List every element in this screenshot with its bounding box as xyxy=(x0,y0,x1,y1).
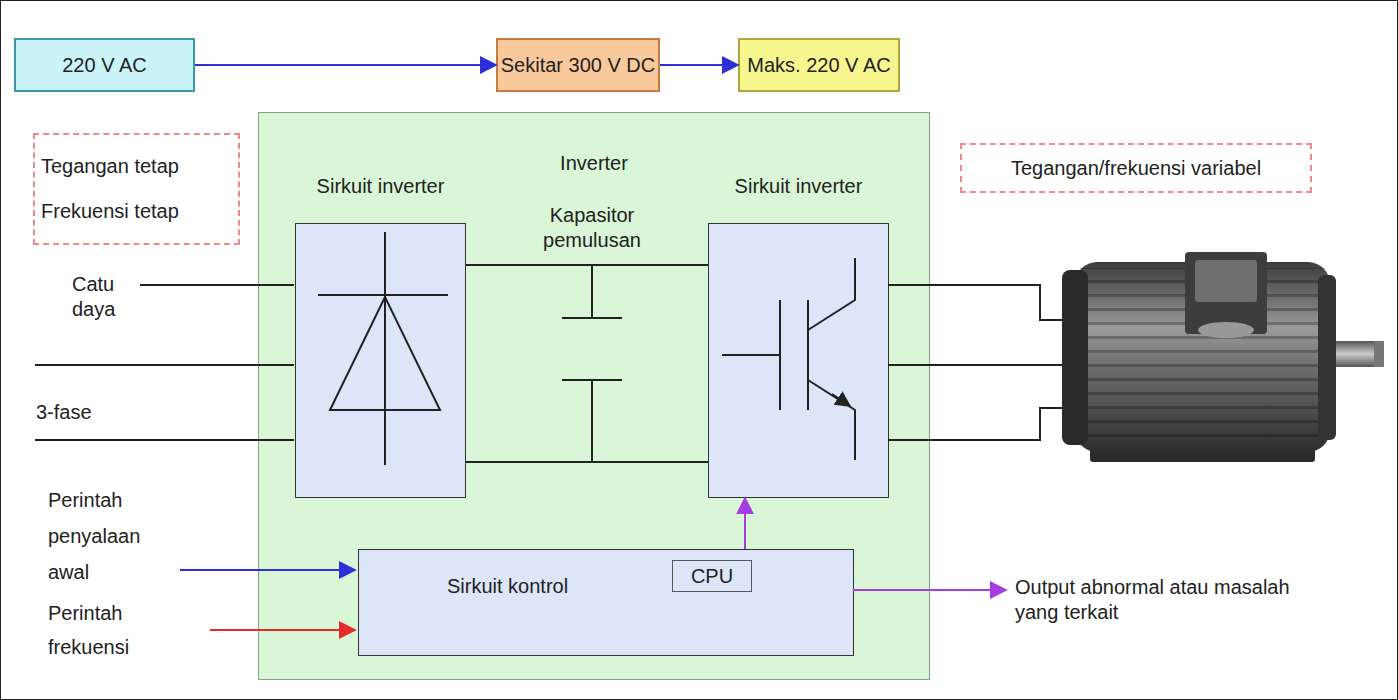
node-text: Maks. 220 V AC xyxy=(747,53,890,78)
node-text: Sirkuit inverter xyxy=(709,174,888,199)
note-box: Tegangan tetapFrekuensi tetap xyxy=(33,133,240,245)
supply-label: Catu daya xyxy=(72,272,134,322)
node-text: Tegangan/frekuensi variabel xyxy=(1011,156,1261,181)
inverter-box: Sirkuit inverter xyxy=(708,223,889,498)
connector xyxy=(466,264,708,266)
node-text: Sirkuit kontrol xyxy=(447,574,568,599)
inverter-housing: InverterSirkuit inverterSirkuit inverter… xyxy=(258,112,930,680)
signal-label: Output abnormal atau masalah yang terkai… xyxy=(1015,575,1335,625)
signal-label: Perintah frekuensi xyxy=(48,596,173,664)
node-text: Sekitar 300 V DC xyxy=(501,53,656,78)
supply-label: 3-fase xyxy=(36,400,126,425)
voltage-box: Sekitar 300 V DC xyxy=(496,38,660,92)
node-text: Tegangan tetap xyxy=(41,154,179,179)
node-text: Inverter xyxy=(259,151,929,176)
connector xyxy=(660,64,738,66)
node-text: Sirkuit inverter xyxy=(296,174,465,199)
connector xyxy=(466,461,708,463)
signal-label: Perintah penyalaan awal xyxy=(48,482,178,590)
node-text: CPU xyxy=(691,564,733,589)
component-label: Kapasitor pemulusan xyxy=(528,203,656,253)
cpu-box: CPU xyxy=(672,560,752,592)
node-text: Frekuensi tetap xyxy=(41,199,179,224)
control-box: Sirkuit kontrol CPU xyxy=(358,549,854,656)
voltage-box: 220 V AC xyxy=(14,38,195,92)
note-box: Tegangan/frekuensi variabel xyxy=(960,143,1312,193)
connector xyxy=(195,64,496,66)
node-text: 220 V AC xyxy=(62,53,147,78)
connector xyxy=(744,498,746,549)
converter-box: Sirkuit inverter xyxy=(295,223,466,498)
voltage-box: Maks. 220 V AC xyxy=(738,38,900,92)
